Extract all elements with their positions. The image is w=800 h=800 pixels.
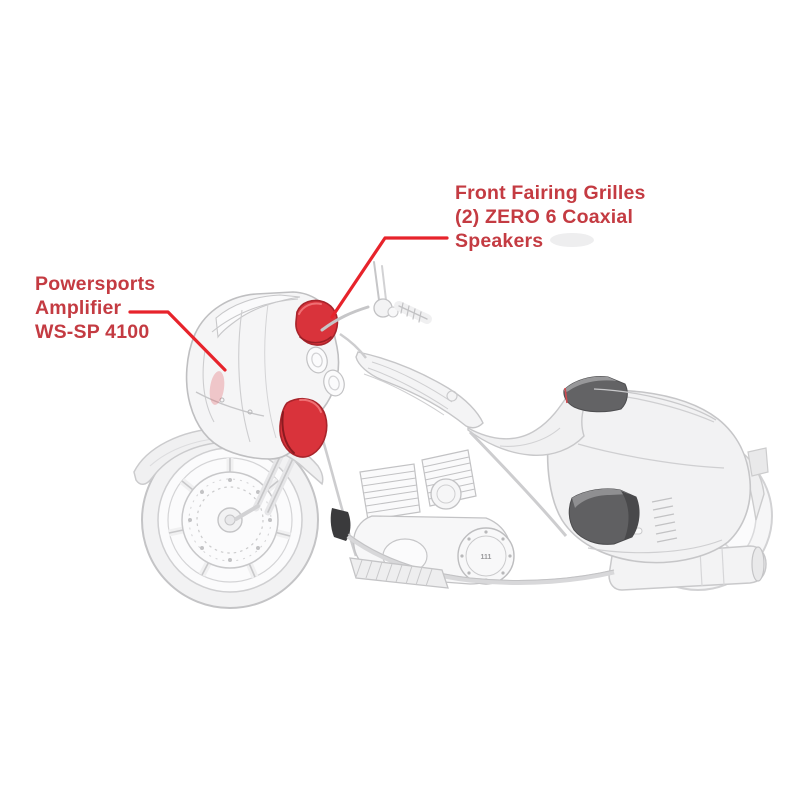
frame-tubes — [318, 333, 568, 557]
callout-label-speakers: Front Fairing Grilles (2) ZERO 6 Coaxial… — [455, 181, 646, 253]
trunk-speaker-lid — [563, 376, 628, 413]
saddlebag-speaker-scoop — [568, 488, 640, 545]
speakers-callout-line — [330, 236, 449, 319]
speakers-label-line-1: Front Fairing Grilles — [455, 182, 646, 204]
fuel-tank — [355, 351, 484, 429]
floorboard — [349, 557, 449, 589]
handlebar — [320, 261, 432, 332]
gauges — [306, 346, 345, 397]
watermark-smudge — [550, 233, 594, 247]
engine-badge: 111 — [481, 554, 492, 561]
amplifier-location-highlight — [209, 371, 225, 405]
callout-leaders — [128, 236, 449, 372]
rear-fender-line — [593, 388, 717, 421]
amplifier-label-line-1: Powersports — [35, 273, 156, 295]
amplifier-label-line-3: WS-SP 4100 — [35, 321, 150, 343]
front-wheel — [141, 431, 319, 609]
fairing-speaker-lower — [279, 397, 328, 458]
exhaust-header — [330, 508, 615, 585]
callout-label-amplifier: Powersports Amplifier WS-SP 4100 — [35, 272, 155, 344]
speakers-label-line-2: (2) ZERO 6 Coaxial — [455, 206, 634, 228]
fairing-speaker-upper — [295, 299, 339, 346]
speakers-label-line-3: Speakers — [455, 230, 544, 252]
rear-shock-coil — [651, 497, 678, 543]
amplifier-label-line-2: Amplifier — [35, 297, 122, 319]
amplifier-callout-line — [128, 310, 227, 372]
